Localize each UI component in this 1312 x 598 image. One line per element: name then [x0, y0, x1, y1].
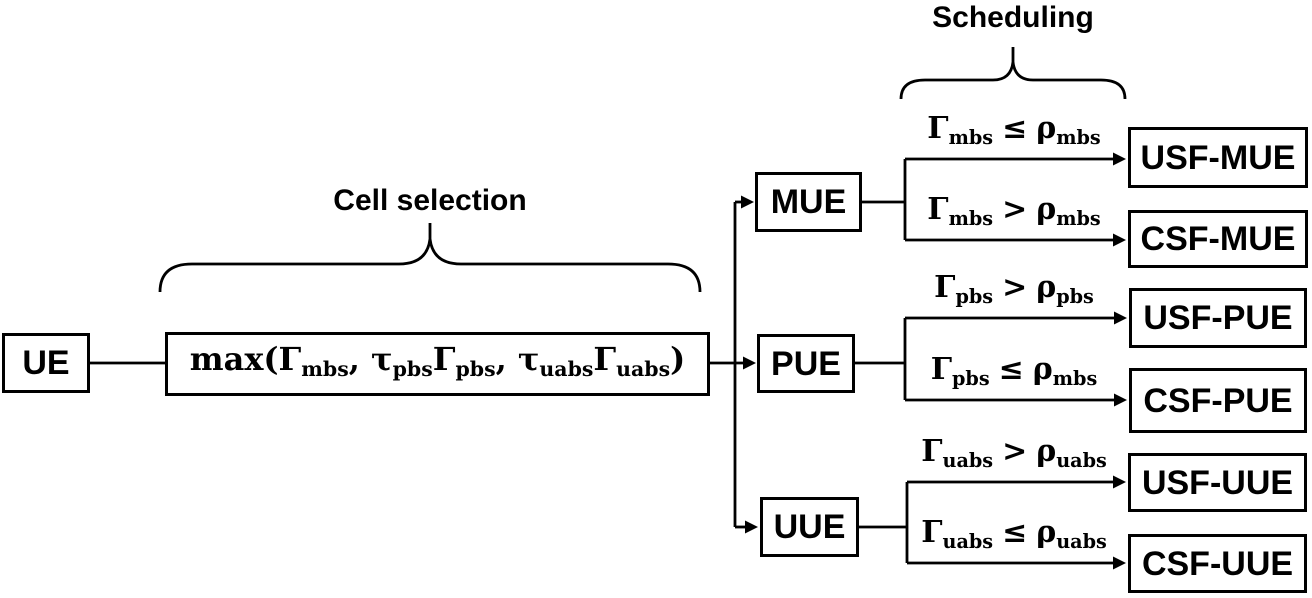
node-pue-label: PUE [771, 344, 841, 383]
wire-pue-fork [855, 316, 1114, 402]
node-csf-mue-label: CSF-MUE [1140, 220, 1296, 258]
arrow-into-usf-uue [1113, 475, 1126, 489]
max-formula-text: max(Γmbs, τpbsΓpbs, τuabsΓuabs) [189, 339, 686, 381]
node-max-formula: max(Γmbs, τpbsΓpbs, τuabsΓuabs) [165, 332, 710, 396]
cell-selection-brace-right [428, 238, 702, 293]
node-csf-uue-label: CSF-UUE [1141, 544, 1294, 583]
arrow-into-mue [741, 195, 754, 209]
node-mue: MUE [755, 172, 862, 232]
node-csf-pue-label: CSF-PUE [1143, 381, 1293, 420]
arrow-into-csf-pue [1114, 393, 1127, 407]
node-csf-mue: CSF-MUE [1128, 210, 1308, 268]
node-usf-mue-label: USF-MUE [1140, 138, 1296, 177]
scheduling-label: Scheduling [932, 1, 1094, 34]
arrowheads [741, 152, 1127, 570]
node-ue-label: UE [22, 344, 70, 382]
node-pue: PUE [757, 334, 855, 393]
cell-selection-brace-left [158, 223, 432, 293]
node-usf-mue: USF-MUE [1128, 127, 1308, 188]
arrow-into-usf-mue [1113, 152, 1126, 166]
arrow-into-csf-uue [1113, 556, 1126, 570]
arrow-into-usf-pue [1114, 311, 1127, 325]
condition-uue-csf: Γuabs≤ρuabs [921, 515, 1107, 553]
arrow-into-uue [745, 520, 758, 534]
arrow-into-pue [743, 356, 756, 370]
node-ue: UE [2, 333, 90, 393]
condition-mue-csf: Γmbs>ρmbs [927, 192, 1101, 230]
cell-selection-label: Cell selection [333, 184, 527, 217]
scheduling-brace-left [899, 47, 1015, 100]
node-uue: UUE [760, 497, 859, 557]
condition-pue-usf: Γpbs>ρpbs [934, 270, 1094, 308]
arrow-into-csf-mue [1113, 233, 1126, 247]
node-usf-uue-label: USF-UUE [1141, 463, 1294, 502]
condition-mue-usf: Γmbs≤ρmbs [927, 111, 1101, 149]
condition-pue-csf: Γpbs≤ρmbs [930, 352, 1098, 390]
node-mue-label: MUE [770, 183, 847, 221]
node-uue-label: UUE [773, 508, 846, 546]
wire-uue-fork [859, 480, 1113, 565]
node-csf-pue: CSF-PUE [1129, 368, 1307, 433]
scheduling-brace-right [1011, 61, 1127, 100]
condition-uue-usf: Γuabs>ρuabs [921, 434, 1107, 472]
node-usf-pue-label: USF-PUE [1143, 299, 1293, 337]
wire-mue-fork [862, 157, 1113, 242]
node-usf-uue: USF-UUE [1128, 453, 1307, 512]
node-csf-uue: CSF-UUE [1128, 534, 1307, 593]
node-usf-pue: USF-PUE [1129, 288, 1307, 348]
